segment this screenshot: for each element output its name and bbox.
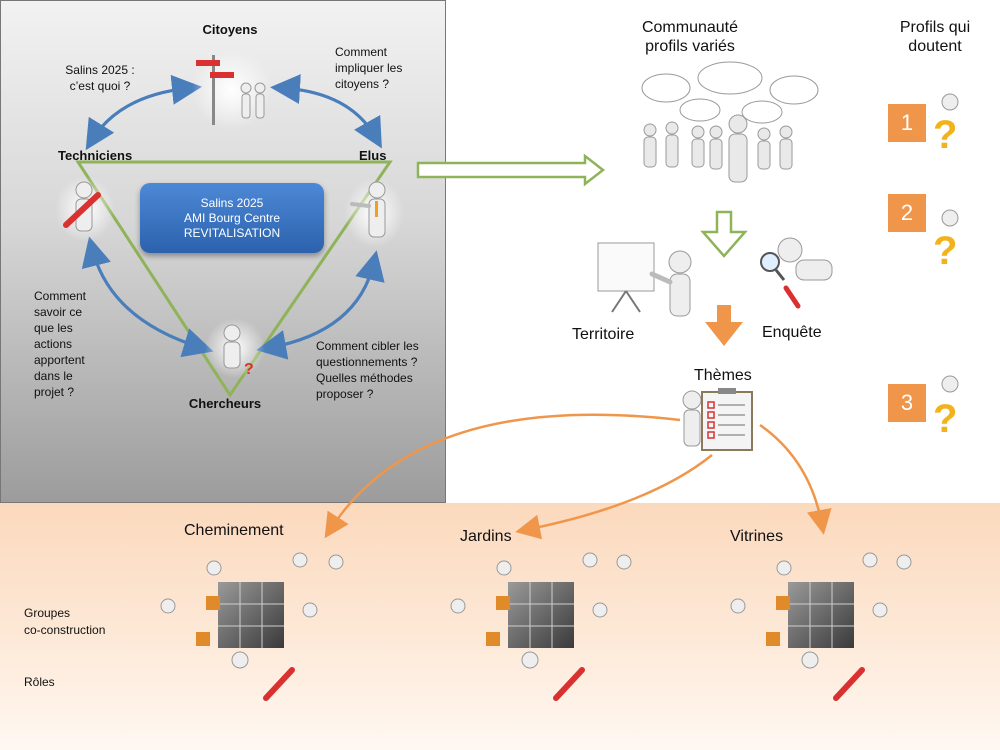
node-techniciens: Techniciens [58, 148, 133, 163]
arrow-themes-cheminement [324, 413, 681, 539]
jardins-group-icon [450, 552, 632, 701]
group-title-cheminement: Cheminement [184, 522, 284, 539]
side-label-co-construction: co-construction [24, 623, 106, 637]
profil-number-2: 2 [888, 194, 926, 232]
arrow-to-communaute [416, 153, 606, 187]
profil-number-1: 1 [888, 104, 926, 142]
arrow-techniciens-chercheurs [90, 247, 214, 358]
cheminement-group-icon [160, 552, 344, 701]
group-title-vitrines: Vitrines [730, 528, 784, 545]
arrow-themes-jardins [515, 454, 713, 540]
side-label-groupes: Groupes [24, 606, 71, 620]
profil-doubt-3-icon: ? [933, 375, 959, 441]
citoyens-figures-icon [192, 50, 272, 130]
themes-clipboard-icon [682, 388, 753, 451]
question-top-right: Comment impliquer les citoyens ? [335, 45, 403, 91]
themes-label: Thèmes [694, 367, 752, 384]
arrow-communaute-down [700, 210, 748, 258]
communaute-title: Communauté profils variés [641, 19, 739, 55]
svg-text:?: ? [244, 361, 254, 378]
enquete-label: Enquête [762, 324, 822, 341]
arrow-chercheurs-elus [267, 250, 385, 350]
node-elus: Elus [359, 148, 387, 163]
group-title-jardins: Jardins [460, 528, 512, 545]
svg-text:?: ? [933, 397, 957, 441]
arrow-elus-chercheurs [256, 261, 376, 360]
actors-triangle [75, 160, 393, 398]
arrow-citoyens-elus [281, 86, 382, 149]
profil-number-3: 3 [888, 384, 926, 422]
communaute-crowd-icon [641, 61, 819, 183]
enquete-magnifier-icon [760, 237, 833, 309]
side-label-roles: Rôles [24, 675, 55, 689]
question-bottom-left: Comment savoir ce que les actions apport… [34, 289, 87, 399]
arrow-elus-citoyens [270, 74, 378, 139]
project-box: Salins 2025 AMI Bourg Centre REVITALISAT… [140, 183, 324, 253]
arrow-techniciens-citoyens [90, 74, 202, 141]
elu-figure-icon [344, 178, 404, 248]
profil-doubt-1-icon: ? [933, 93, 959, 157]
question-top-left: Salins 2025 : c’est quoi ? [65, 63, 135, 93]
svg-text:?: ? [933, 113, 957, 157]
profil-doubt-2-icon: ? [933, 209, 959, 273]
arrow-to-themes [705, 305, 743, 346]
arrow-citoyens-techniciens [85, 86, 191, 151]
territoire-flipchart-icon [597, 242, 692, 317]
arrow-chercheurs-techniciens [81, 236, 203, 350]
territoire-label: Territoire [572, 326, 635, 343]
project-box-line: AMI Bourg Centre [183, 210, 281, 225]
project-box-line: Salins 2025 [200, 195, 264, 210]
chercheur-figure-icon: ? [205, 318, 265, 378]
project-box-line: REVITALISATION [183, 225, 281, 240]
technicien-figure-icon [55, 176, 115, 242]
svg-text:?: ? [933, 229, 957, 273]
vitrines-group-icon [730, 552, 912, 701]
question-bottom-right: Comment cibler les questionnements ? Que… [316, 339, 419, 401]
node-citoyens: Citoyens [202, 22, 258, 37]
node-chercheurs: Chercheurs [188, 396, 262, 411]
profils-title: Profils qui doutent [899, 19, 971, 55]
arrow-themes-vitrines [759, 423, 832, 535]
